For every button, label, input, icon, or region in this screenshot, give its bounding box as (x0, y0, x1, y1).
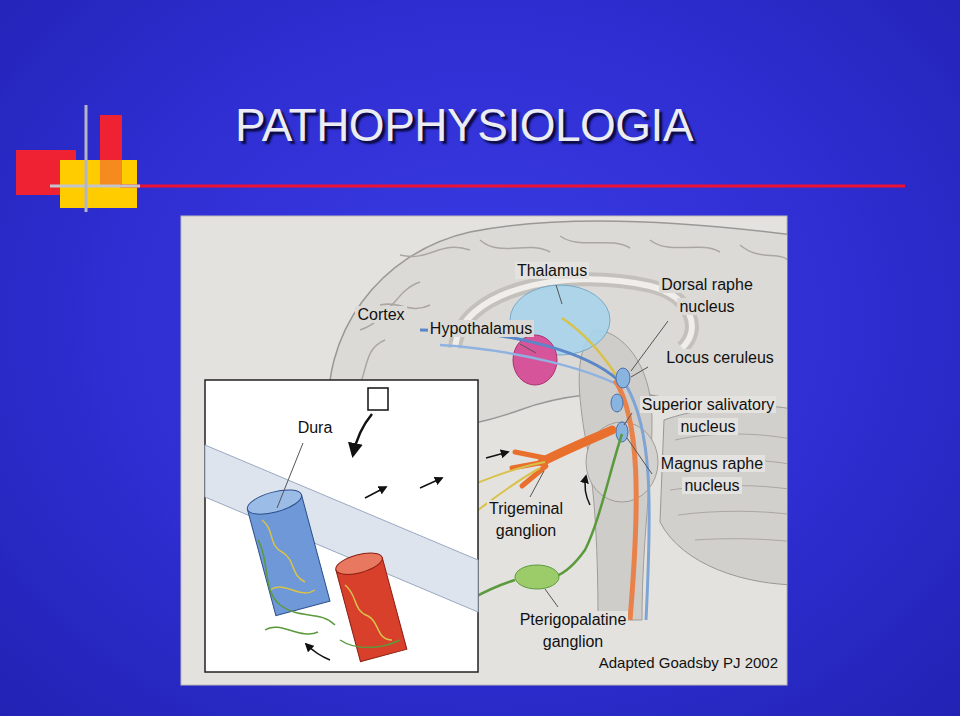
label-text: Hypothalamus (428, 320, 534, 337)
decor-squares (100, 160, 122, 186)
anatomy-label: Thalamus (502, 260, 602, 282)
brain-illustration (616, 422, 628, 442)
label-text: Dorsal raphe nucleus (659, 276, 755, 315)
source-caption: Adapted Goadsby PJ 2002 (560, 654, 778, 671)
decor-squares (50, 185, 140, 188)
anatomy-label: Pterigopalatine ganglion (503, 609, 643, 653)
label-text: Trigeminal ganglion (487, 500, 565, 539)
leader-line (631, 367, 648, 377)
inset-dura (368, 388, 388, 410)
inset-dura (245, 485, 304, 519)
leader-line (530, 471, 544, 497)
leader-line (627, 438, 652, 474)
brain-illustration (562, 318, 618, 378)
decor-squares (85, 105, 88, 212)
brain-illustration (615, 380, 636, 620)
brain-illustration (626, 385, 649, 620)
anatomy-label: Hypothalamus (421, 318, 541, 340)
inset-dura (205, 380, 590, 672)
anatomy-label: Dura (285, 417, 345, 439)
anatomy-label: Trigeminal ganglion (478, 498, 574, 542)
inset-dura (420, 478, 442, 488)
leader-line (624, 413, 632, 425)
brain-illustration (515, 565, 559, 589)
brain-illustration (616, 368, 630, 388)
inset-dura (205, 380, 478, 672)
inset-dura (486, 452, 508, 458)
leader-line (277, 285, 668, 607)
slide-title: PATHOPHYSIOLOGIA (235, 98, 693, 152)
label-text: Pterigopalatine ganglion (518, 611, 629, 650)
leader-line (520, 344, 536, 353)
inset-dura (585, 476, 590, 505)
anatomy-label: Dorsal raphe nucleus (647, 274, 767, 318)
inset-dura (353, 414, 372, 455)
anatomy-label: Superior salivatory nucleus (628, 394, 788, 438)
brain-illustration (350, 236, 787, 400)
inset-dura (306, 644, 330, 660)
inset-dura (334, 549, 385, 579)
inset-dura (365, 487, 386, 498)
label-text: Dura (296, 419, 335, 436)
brain-illustration (611, 394, 623, 412)
anatomy-label: Locus ceruleus (650, 347, 790, 369)
label-text: Magnus raphe nucleus (659, 455, 765, 494)
label-text: Thalamus (515, 262, 589, 279)
decor-squares (60, 160, 137, 208)
inset-dura (262, 520, 392, 640)
anatomy-label: Magnus raphe nucleus (652, 453, 772, 497)
label-text: Locus ceruleus (664, 349, 776, 366)
leader-line (545, 589, 558, 607)
inset-dura (245, 485, 330, 615)
leader-line (277, 443, 303, 508)
inset-dura (258, 540, 400, 648)
decor-squares (120, 185, 905, 188)
label-text: Cortex (355, 306, 406, 323)
label-text: Superior salivatory nucleus (640, 396, 777, 435)
anatomy-label: Cortex (341, 304, 421, 326)
brain-illustration (556, 434, 622, 576)
inset-dura (334, 549, 407, 662)
decor-squares (100, 115, 122, 160)
leader-line (556, 285, 562, 304)
leader-line (631, 321, 668, 371)
brain-illustration (542, 430, 612, 462)
